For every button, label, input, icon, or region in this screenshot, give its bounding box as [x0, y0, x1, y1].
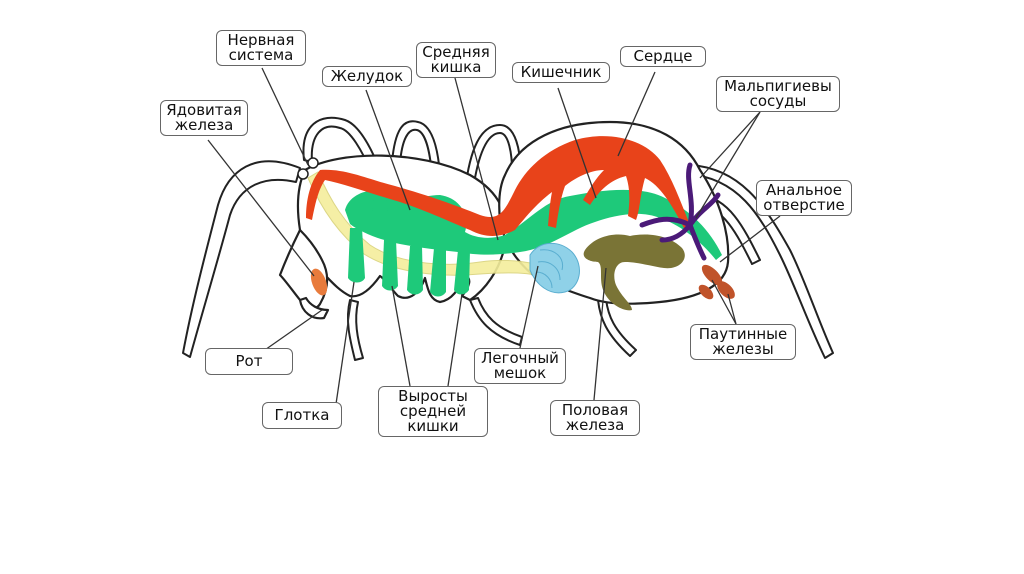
leader-malpighian-2	[696, 112, 760, 218]
label-anus: Анальное отверстие	[756, 180, 852, 216]
label-intestine: Кишечник	[512, 62, 610, 83]
label-book-lung: Легочный мешок	[474, 348, 566, 384]
leg-low-2	[470, 298, 522, 345]
label-malpighian: Мальпигиевы сосуды	[716, 76, 840, 112]
label-pharynx: Глотка	[262, 402, 342, 429]
label-nervous-system: Нервная система	[216, 30, 306, 66]
midgut-outgrowth-2	[382, 240, 398, 291]
leader-outgrowth-1	[392, 286, 410, 386]
leader-nervous-system	[262, 68, 308, 165]
leader-outgrowth-2	[448, 294, 462, 386]
label-midgut: Средняя кишка	[416, 42, 496, 78]
label-midgut-outgrowths: Выросты средней кишки	[378, 386, 488, 437]
label-heart: Сердце	[620, 46, 706, 67]
label-venom-gland: Ядовитая железа	[160, 100, 248, 136]
label-gonad: Половая железа	[550, 400, 640, 436]
midgut-outgrowth-6	[372, 196, 388, 215]
leader-malpighian-1	[700, 112, 760, 178]
leg-front	[183, 161, 300, 357]
leader-lung	[520, 266, 538, 348]
nerve-ganglion-1	[298, 169, 308, 179]
nerve-ganglion-2	[308, 158, 318, 168]
leader-mouth	[262, 310, 322, 352]
midgut-outgrowth-1	[348, 228, 365, 283]
label-silk-glands: Паутинные железы	[690, 324, 796, 360]
label-stomach: Желудок	[322, 66, 412, 87]
label-mouth: Рот	[205, 348, 293, 375]
